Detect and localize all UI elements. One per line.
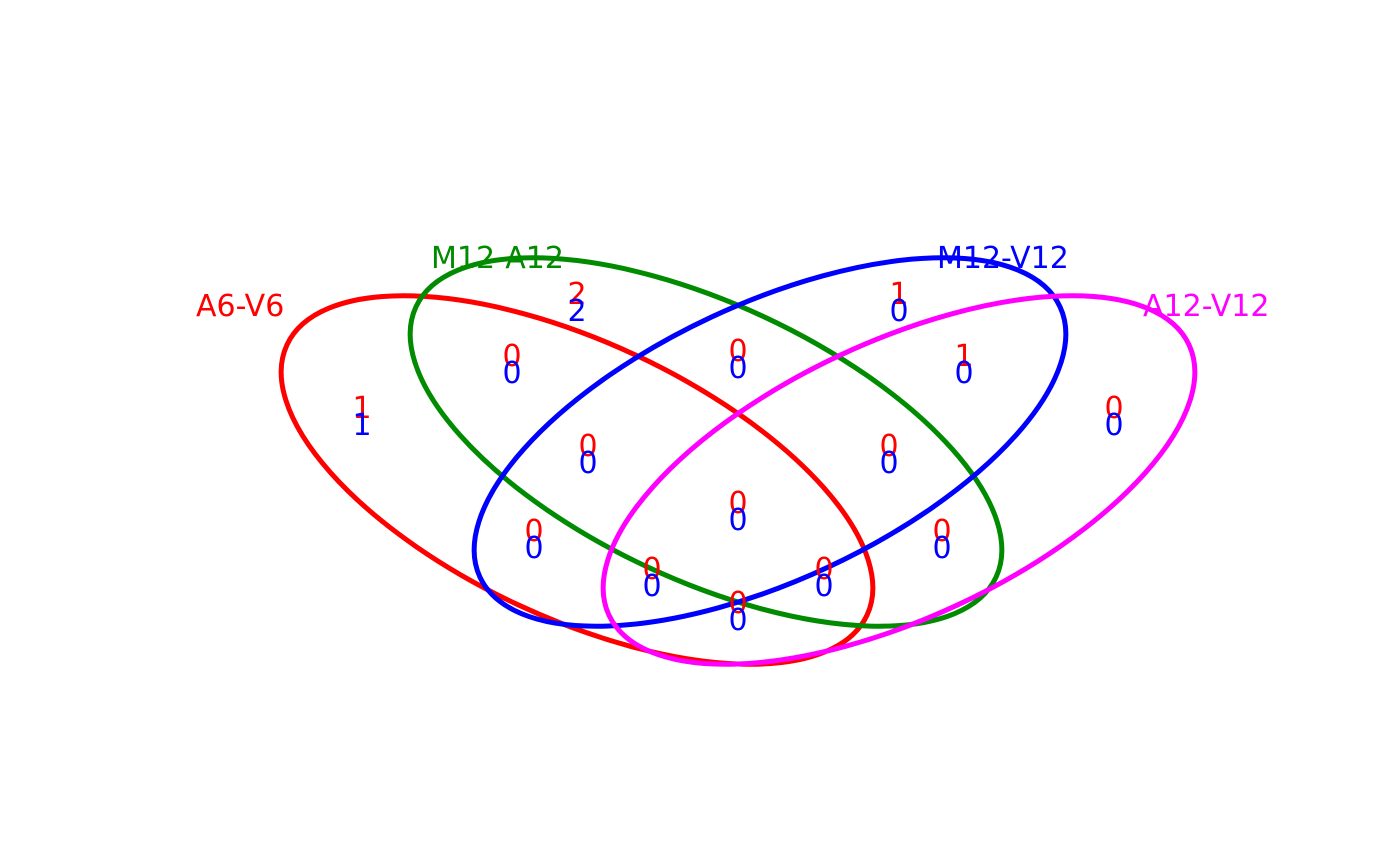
region-count-lower: 0 [954,356,973,391]
region-count-lower: 0 [879,446,898,481]
region-count-lower: 0 [728,503,747,538]
region-count-upper: 0 [932,514,951,549]
region-count-lower: 0 [728,603,747,638]
region-count-upper: 0 [1104,391,1123,426]
region-m12-a12-only: 2 2 [567,277,586,329]
region-count-upper: 0 [879,429,898,464]
region-m12a12-m12v12-a12v12: 0 0 [879,429,898,481]
region-count-upper: 1 [954,339,973,374]
region-count-upper: 0 [728,586,747,621]
set-label-m12-a12: M12-A12 [431,241,564,276]
region-m12a12-a12v12: 0 0 [932,514,951,566]
region-count-lower: 0 [1104,408,1123,443]
region-count-upper: 0 [578,429,597,464]
region-a12-v12-only: 0 0 [1104,391,1123,443]
region-count-lower: 2 [567,294,586,329]
region-m12v12-a12v12: 1 0 [954,339,973,391]
region-a6v6-a12v12: 0 0 [728,586,747,638]
set-ellipse-a12-v12 [600,293,1198,667]
region-m12a12-m12v12: 0 0 [728,334,747,386]
region-count-upper: 2 [567,277,586,312]
region-count-lower: 0 [642,569,661,604]
set-label-a6-v6: A6-V6 [196,289,284,324]
set-ellipse-a6-v6 [278,293,876,667]
region-count-upper: 0 [524,514,543,549]
region-a6-v6-only: 1 1 [352,391,371,443]
set-ellipse-m12-a12 [407,255,1005,629]
region-all-four: 0 0 [728,486,747,538]
region-count-upper: 0 [728,486,747,521]
region-count-lower: 0 [502,356,521,391]
region-count-upper: 0 [728,334,747,369]
region-count-upper: 0 [642,552,661,587]
region-a6v6-m12a12-m12v12: 0 0 [578,429,597,481]
region-count-lower: 0 [932,531,951,566]
region-count-upper: 0 [814,552,833,587]
region-a6v6-m12a12: 0 0 [502,339,521,391]
region-a6v6-m12v12: 0 0 [524,514,543,566]
region-count-upper: 1 [889,277,908,312]
region-a6v6-m12a12-a12v12: 0 0 [814,552,833,604]
region-count-lower: 0 [889,294,908,329]
region-m12-v12-only: 1 0 [889,277,908,329]
region-count-lower: 0 [814,569,833,604]
region-count-upper: 0 [502,339,521,374]
set-label-m12-v12: M12-V12 [937,241,1069,276]
region-count-lower: 0 [524,531,543,566]
set-label-a12-v12: A12-V12 [1143,289,1269,324]
region-count-lower: 1 [352,408,371,443]
region-count-upper: 1 [352,391,371,426]
region-a6v6-m12v12-a12v12: 0 0 [642,552,661,604]
region-count-lower: 0 [728,351,747,386]
region-count-lower: 0 [578,446,597,481]
set-ellipse-m12-v12 [471,255,1069,629]
